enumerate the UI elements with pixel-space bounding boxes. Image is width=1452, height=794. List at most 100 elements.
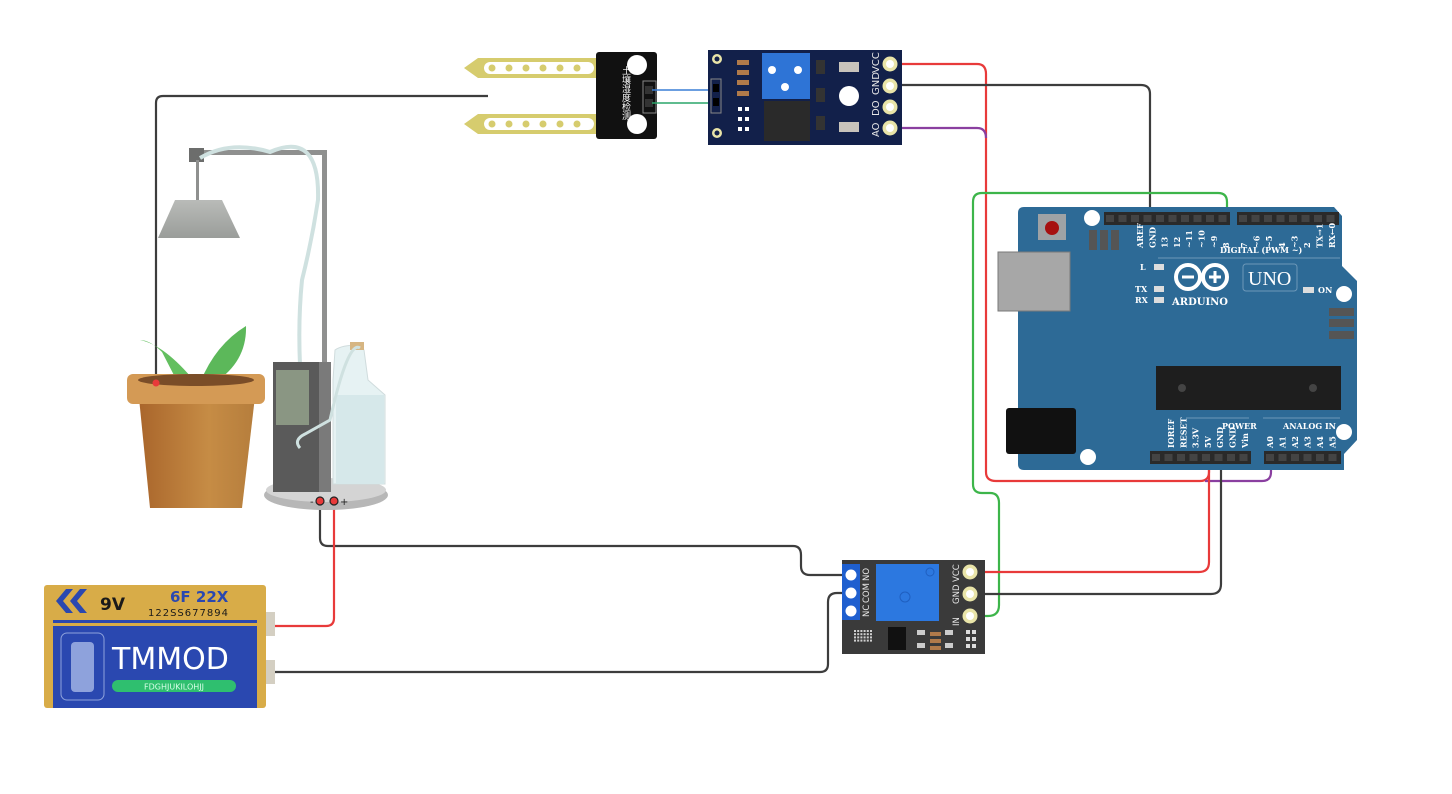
header-socket[interactable]	[1193, 215, 1202, 222]
wire-module-vcc[interactable]	[890, 62, 1211, 483]
power-pin-label: GND	[1228, 427, 1238, 448]
digital-pin-label: 4	[1277, 242, 1287, 248]
header-socket[interactable]	[1152, 454, 1160, 461]
relay-pin-hole	[966, 568, 974, 576]
probe-pad	[573, 120, 581, 128]
header-socket[interactable]	[1106, 215, 1114, 222]
relay-pin-hole	[966, 612, 974, 620]
battery-9v[interactable]: 9V 6F 22X 122SS677894 TMMOD FDGHJUKILOHJ…	[44, 585, 275, 708]
header-socket[interactable]	[1202, 454, 1210, 461]
probe-pad	[539, 120, 547, 128]
wire-battery-plus-to-pump[interactable]	[270, 503, 336, 628]
digital-pin-label: RX←0	[1327, 222, 1337, 248]
wires	[154, 62, 1273, 674]
wire-pump-minus-to-no[interactable]	[318, 503, 851, 577]
probe-pad	[556, 64, 564, 72]
wire-5v-to-relay-vcc[interactable]	[970, 460, 1211, 574]
module-pin-label: VCC	[871, 52, 882, 73]
header-socket[interactable]	[1326, 215, 1335, 222]
header-socket[interactable]	[1266, 454, 1274, 461]
header-socket[interactable]	[1239, 454, 1248, 461]
module-pin-label: AO	[871, 122, 882, 137]
wire-module-gnd[interactable]	[890, 83, 1152, 217]
header-socket[interactable]	[1227, 454, 1235, 461]
relay-smd-dot	[854, 639, 856, 642]
header-socket[interactable]	[1214, 454, 1223, 461]
relay-smd-dot	[870, 639, 872, 642]
wire-gnd-to-relay-gnd[interactable]	[970, 460, 1223, 596]
relay-smd-dot	[857, 633, 860, 636]
battery-voltage: 9V	[100, 595, 126, 615]
header-socket[interactable]	[1251, 215, 1260, 222]
header-socket[interactable]	[1218, 215, 1227, 222]
relay-smd-dot	[854, 636, 856, 639]
led-label-rx: RX	[1135, 295, 1149, 305]
module-pin-hole	[886, 60, 894, 68]
header-socket[interactable]	[1189, 454, 1198, 461]
digital-pin-label: TX→1	[1315, 224, 1325, 248]
header-socket[interactable]	[1316, 454, 1324, 461]
header-socket[interactable]	[1328, 454, 1337, 461]
header-socket[interactable]	[1156, 215, 1164, 222]
header-socket[interactable]	[1291, 454, 1299, 461]
header-socket[interactable]	[1118, 215, 1127, 222]
led-label-l: L	[1140, 262, 1146, 272]
header-socket[interactable]	[1314, 215, 1322, 222]
header-socket[interactable]	[1206, 215, 1214, 222]
battery-brand: TMMOD	[111, 642, 229, 677]
digital-pin-label: ~9	[1209, 235, 1219, 248]
wire-d8-to-relay-in[interactable]	[970, 191, 1229, 618]
digital-pin-label: AREF	[1135, 223, 1145, 249]
probe-pad	[505, 120, 513, 128]
probe-pad	[488, 120, 496, 128]
header-socket[interactable]	[1264, 215, 1272, 222]
relay-smd-dot	[857, 639, 860, 642]
chevron-icon	[56, 589, 87, 613]
relay-smd-dot	[860, 630, 863, 632]
probe-pad	[522, 64, 530, 72]
relay-smd-dot	[854, 630, 856, 632]
header-socket[interactable]	[1168, 215, 1177, 222]
header-socket[interactable]	[1301, 215, 1310, 222]
header-socket[interactable]	[1131, 215, 1139, 222]
digital-pin-label: 7	[1239, 242, 1249, 248]
wire-probe-to-pot[interactable]	[154, 94, 488, 382]
header-socket[interactable]	[1289, 215, 1297, 222]
water-pump-station: - +	[158, 144, 388, 510]
header-socket[interactable]	[1181, 215, 1189, 222]
battery-model: 6F 22X	[170, 588, 229, 606]
relay-pin-hole	[966, 590, 974, 598]
header-socket[interactable]	[1177, 454, 1185, 461]
analog-pin-label: A4	[1315, 436, 1325, 449]
power-pin-label: GND	[1215, 427, 1225, 448]
header-socket[interactable]	[1276, 215, 1285, 222]
pump-terminal-plus: +	[340, 497, 348, 508]
digital-pin-label: ~10	[1197, 230, 1207, 248]
header-socket[interactable]	[1143, 215, 1152, 222]
header-socket[interactable]	[1278, 454, 1287, 461]
header-socket[interactable]	[1303, 454, 1312, 461]
module-pin-hole	[886, 82, 894, 90]
probe-pad	[505, 64, 513, 72]
wire-ao-to-a0[interactable]	[1205, 460, 1273, 483]
relay-smd-dot	[866, 630, 869, 632]
wire-module-ao[interactable]	[890, 126, 988, 139]
header-socket[interactable]	[1239, 215, 1247, 222]
relay-smd-dot	[857, 636, 860, 639]
relay-smd-dot	[870, 636, 872, 639]
relay-smd-dot	[863, 639, 866, 642]
relay-smd-dot	[854, 633, 856, 636]
relay-smd-dot	[866, 639, 869, 642]
probe-pad	[522, 120, 530, 128]
relay-pin-label: IN	[952, 617, 962, 626]
header-socket[interactable]	[1164, 454, 1173, 461]
wire-battery-minus-to-com[interactable]	[270, 591, 851, 674]
digital-pin-label: 2	[1302, 242, 1312, 248]
soil-moisture-probe[interactable]: 土壤湿度检测	[464, 52, 657, 139]
relay-smd-dot	[870, 633, 872, 636]
plant-pot	[127, 326, 265, 508]
relay-terminal-label: NC	[862, 605, 872, 617]
